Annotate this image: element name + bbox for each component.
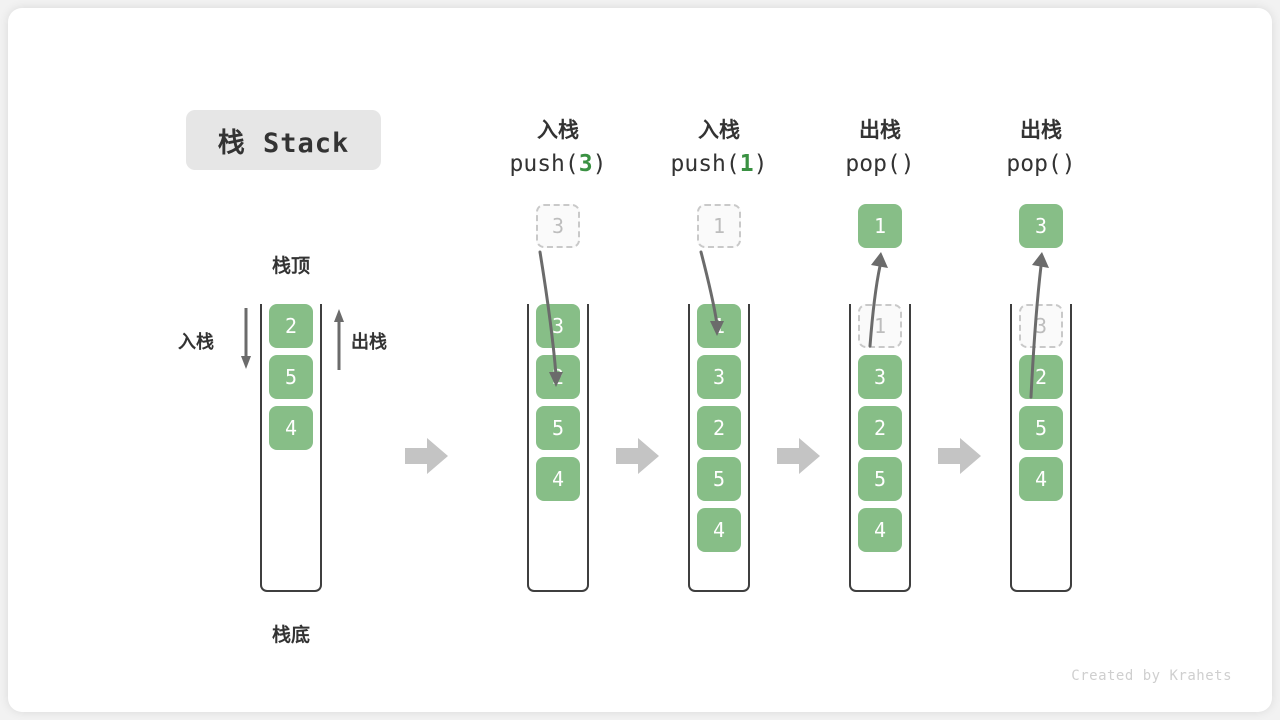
footer-credit: Created by Krahets [1071, 668, 1232, 684]
code-close: ) [900, 151, 915, 177]
stack-cell: 2 [1019, 355, 1063, 399]
pop-up-arrow-icon [332, 309, 346, 371]
step-operation-label: 出栈 [1020, 119, 1062, 142]
stack-cells: 1 3 2 5 4 [849, 304, 911, 592]
stack-cell: 5 [1019, 406, 1063, 450]
step-arrow-icon [777, 436, 821, 476]
push-curved-arrow-icon [518, 250, 598, 393]
step-arrow-icon [938, 436, 982, 476]
overview-stack-tube [260, 304, 322, 592]
diagram-card: 栈 Stack 栈顶 栈底 入栈 出栈 254 入栈push(3)33254入栈… [8, 8, 1272, 712]
page-title: 栈 Stack [186, 110, 381, 170]
pop-curved-arrow-icon [1001, 252, 1081, 403]
stack-cell: 2 [858, 406, 902, 450]
stack-tube [1010, 304, 1072, 592]
stack-cell: 3 [536, 304, 580, 348]
push-down-arrow-icon [239, 308, 253, 370]
stack-cell: 4 [697, 508, 741, 552]
stack-tube [527, 304, 589, 592]
step-header-push-1: 入栈 push(1) [624, 114, 814, 177]
popped-element-box: 1 [858, 204, 902, 248]
stack-cell-leaving: 3 [1019, 304, 1063, 348]
stack-cell: 3 [858, 355, 902, 399]
step-header-pop-3: 出栈 pop() [946, 114, 1136, 177]
stack-cell: 2 [697, 406, 741, 450]
push-direction-label: 入栈 [178, 332, 214, 352]
stack-top-label: 栈顶 [271, 256, 310, 277]
stack-bottom-label: 栈底 [271, 625, 310, 646]
step-header-pop-1: 出栈 pop() [785, 114, 975, 177]
code-fn: push( [670, 151, 740, 177]
code-close: ) [753, 151, 768, 177]
pop-direction-label: 出栈 [351, 332, 387, 352]
code-fn: push( [509, 151, 579, 177]
pop-curved-arrow-icon [840, 252, 920, 352]
step-operation-label: 出栈 [859, 119, 901, 142]
stack-tube [849, 304, 911, 592]
step-code-label: push(1) [624, 151, 814, 177]
incoming-element-box: 1 [697, 204, 741, 248]
code-arg: 1 [739, 151, 754, 177]
stack-cell: 5 [697, 457, 741, 501]
stack-cell: 2 [269, 304, 313, 348]
stack-cell: 5 [858, 457, 902, 501]
incoming-element-box: 3 [536, 204, 580, 248]
code-arg: 3 [578, 151, 593, 177]
stack-cell: 4 [536, 457, 580, 501]
code-close: ) [1061, 151, 1076, 177]
overview-stack-cells: 2 5 4 [260, 304, 322, 592]
step-arrow-icon [616, 436, 660, 476]
stack-cell: 5 [269, 355, 313, 399]
code-fn: pop( [1006, 151, 1062, 177]
stack-cell-leaving: 1 [858, 304, 902, 348]
popped-element-box: 3 [1019, 204, 1063, 248]
step-code-label: pop() [946, 151, 1136, 177]
stack-cell: 4 [858, 508, 902, 552]
step-header-push-3: 入栈 push(3) [463, 114, 653, 177]
stack-cells: 3 2 5 4 [1010, 304, 1072, 592]
stack-cell: 3 [697, 355, 741, 399]
stack-cell: 5 [536, 406, 580, 450]
code-fn: pop( [845, 151, 901, 177]
stack-cell: 4 [269, 406, 313, 450]
code-close: ) [592, 151, 607, 177]
stack-cell: 4 [1019, 457, 1063, 501]
stack-tube [688, 304, 750, 592]
step-arrow-icon [405, 436, 449, 476]
step-operation-label: 入栈 [537, 119, 579, 142]
push-curved-arrow-icon [679, 250, 759, 342]
step-code-label: push(3) [463, 151, 653, 177]
step-code-label: pop() [785, 151, 975, 177]
step-operation-label: 入栈 [698, 119, 740, 142]
